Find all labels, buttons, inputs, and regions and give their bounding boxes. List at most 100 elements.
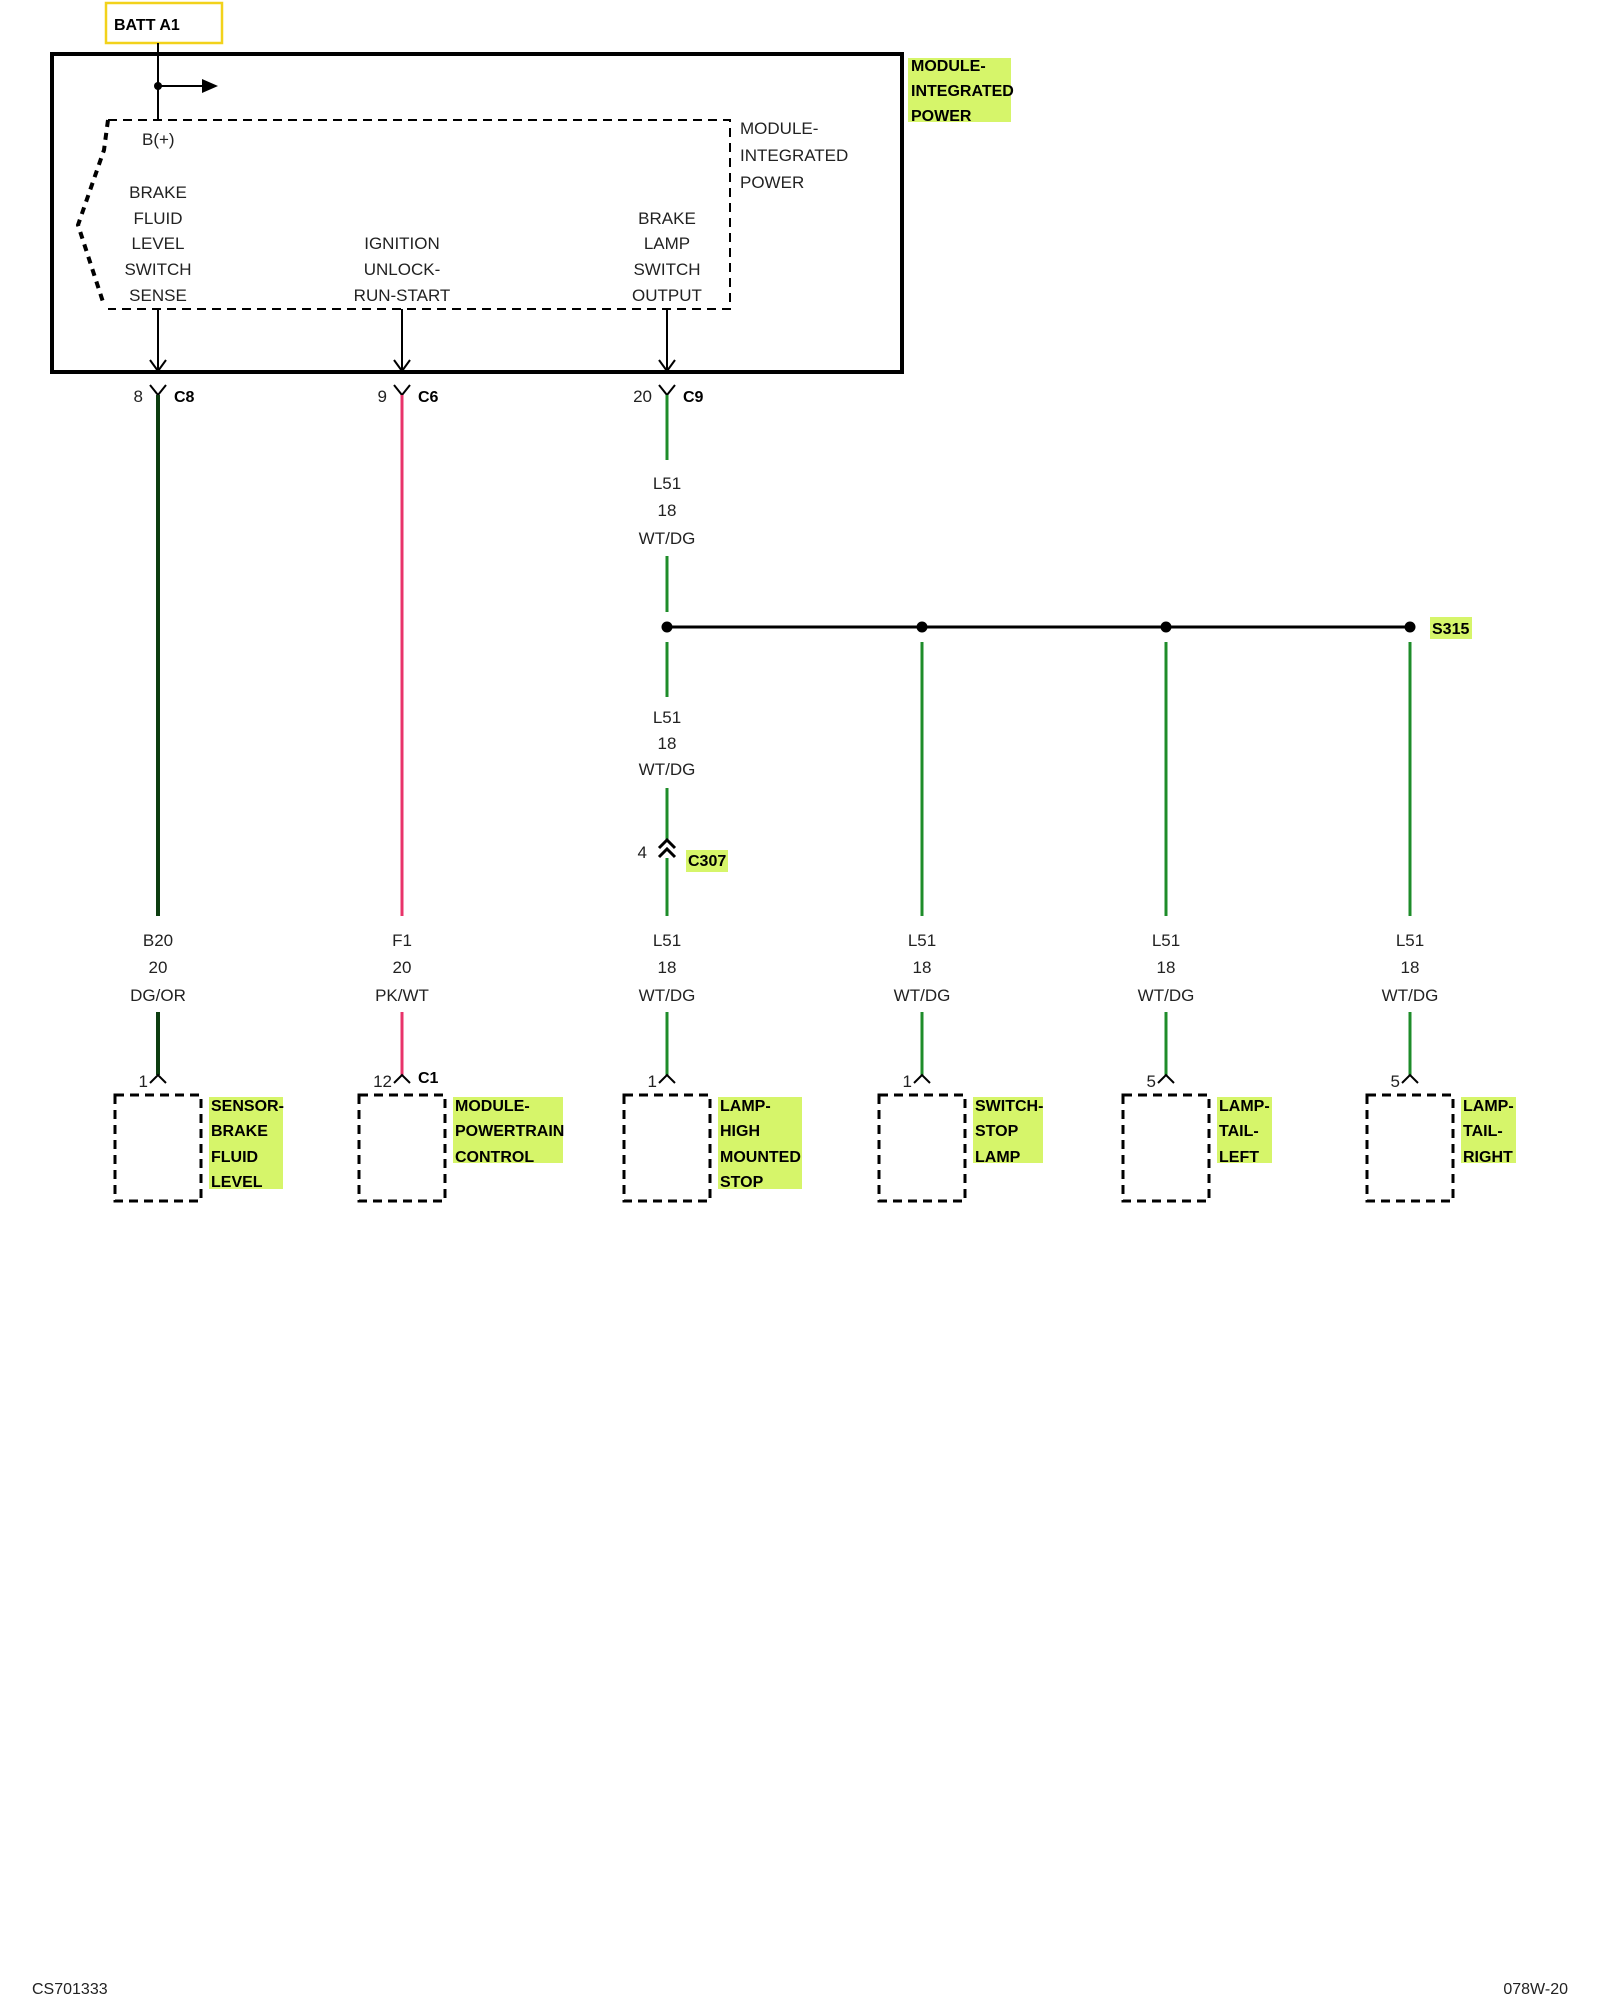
pin3-label-line-2: LAMP [644,234,690,253]
module-partial-break [75,119,110,306]
c307-label-highlight [686,850,728,872]
pin1-label-line-5: SENSE [129,286,187,305]
branch-4-gauge: 18 [913,958,932,977]
module-name-highlight [908,58,1011,122]
dest-1-name-line-3: FLUID [211,1149,258,1166]
pin3-label-line-4: OUTPUT [632,286,702,305]
dest-6-name-highlight [1461,1097,1516,1163]
dest-5-name-line-1: LAMP- [1219,1098,1270,1115]
dest-6-connector-icon [1401,1073,1419,1084]
splice-dot-3 [1160,621,1172,633]
dest-5-name-line-2: TAIL- [1219,1123,1259,1140]
dest-6-name-line-3: RIGHT [1463,1149,1513,1166]
branch-3-circuit: L51 [653,931,681,950]
branch-4-circuit: L51 [908,931,936,950]
dest-1-component-box [113,1093,203,1203]
dest-6-name-line-2: TAIL- [1463,1123,1503,1140]
pin1-label-line-2: FLUID [133,209,182,228]
c307-pin-number: 4 [638,843,647,862]
dest-2-name-line-2: POWERTRAIN [455,1123,564,1140]
dest-6-pin: 5 [1391,1072,1400,1091]
branch-2-color: PK/WT [375,986,429,1005]
dest-3-name-line-1: LAMP- [720,1098,771,1115]
module-inner-name-line-2: INTEGRATED [740,146,848,165]
pin1-label-line-3: LEVEL [132,234,185,253]
footer-right: 078W-20 [1503,1981,1568,1998]
dest-4-name-line-2: STOP [975,1123,1019,1140]
c8-connector-icon [149,384,167,397]
module-box [50,52,904,374]
pin2-label-line-2: UNLOCK- [364,260,441,279]
dest-4-name-highlight [973,1097,1043,1163]
branch-5-color: WT/DG [1138,986,1195,1005]
pin1-arrow-icon [149,359,167,373]
dest-2-name-highlight [453,1097,563,1163]
branch-1-circuit: B20 [143,931,173,950]
branch-2-circuit: F1 [392,931,412,950]
pin1-label-line-1: BRAKE [129,183,187,202]
dest-2-connector-icon [393,1073,411,1084]
dest-4-name-line-3: LAMP [975,1149,1021,1166]
splice-dot-4 [1404,621,1416,633]
module-name-line-2: INTEGRATED [911,83,1014,100]
dest-1-name-highlight [209,1097,283,1189]
pin3-label-line-1: BRAKE [638,209,696,228]
dest-2-name-line-3: CONTROL [455,1149,534,1166]
trunk-lower-gauge: 18 [658,734,677,753]
c307-connector-icon-top [657,837,677,850]
splice-dot-2 [916,621,928,633]
dest-5-connector-icon [1157,1073,1175,1084]
dest-3-name-line-3: MOUNTED [720,1149,801,1166]
trunk-lower-color: WT/DG [639,760,696,779]
dest-3-component-box [622,1093,712,1203]
splice-dot-1 [661,621,673,633]
dest-3-name-line-4: STOP [720,1174,764,1191]
branch-3-color: WT/DG [639,986,696,1005]
dest-5-name-highlight [1217,1097,1272,1163]
branch-2-gauge: 20 [393,958,412,977]
c307-label: C307 [688,853,726,870]
batt-label: BATT A1 [114,17,180,34]
branch-4-color: WT/DG [894,986,951,1005]
branch-5-circuit: L51 [1152,931,1180,950]
pin2-arrow-icon [393,359,411,373]
module-name-line-3: POWER [911,108,972,125]
trunk-circuit: L51 [653,474,681,493]
bplus-arrow-icon [202,79,218,93]
trunk-color: WT/DG [639,529,696,548]
dest-4-connector-icon [913,1073,931,1084]
dest-3-name-highlight [718,1097,802,1189]
dest-5-pin: 5 [1147,1072,1156,1091]
dest-3-connector-icon [658,1073,676,1084]
branch-5-gauge: 18 [1157,958,1176,977]
trunk-lower-circuit: L51 [653,708,681,727]
pin1-label-line-4: SWITCH [124,260,191,279]
c6-pin-number: 9 [378,387,387,406]
c9-pin-number: 20 [633,387,652,406]
pin2-label-line-3: RUN-START [354,286,451,305]
dest-6-name-line-1: LAMP- [1463,1098,1514,1115]
c8-pin-number: 8 [134,387,143,406]
dest-1-name-line-2: BRAKE [211,1123,268,1140]
pin3-arrow-icon [658,359,676,373]
splice-label: S315 [1432,621,1469,638]
dest-4-component-box [877,1093,967,1203]
branch-1-gauge: 20 [149,958,168,977]
dest-4-pin: 1 [903,1072,912,1091]
footer-left: CS701333 [32,1981,108,1998]
dest-2-name-line-1: MODULE- [455,1098,530,1115]
dest-1-name-line-1: SENSOR- [211,1098,284,1115]
trunk-gauge: 18 [658,501,677,520]
branch-3-gauge: 18 [658,958,677,977]
dest-1-connector-icon [149,1073,167,1084]
dest-2-connector: C1 [418,1070,439,1087]
bplus-label: B(+) [142,130,175,149]
pin3-label-line-3: SWITCH [633,260,700,279]
c8-connector-label: C8 [174,389,195,406]
batt-box [104,1,224,45]
dest-3-pin: 1 [648,1072,657,1091]
module-inner-name-line-1: MODULE- [740,119,818,138]
pin2-label-line-1: IGNITION [364,234,440,253]
module-inner-dashed-box [108,119,731,310]
